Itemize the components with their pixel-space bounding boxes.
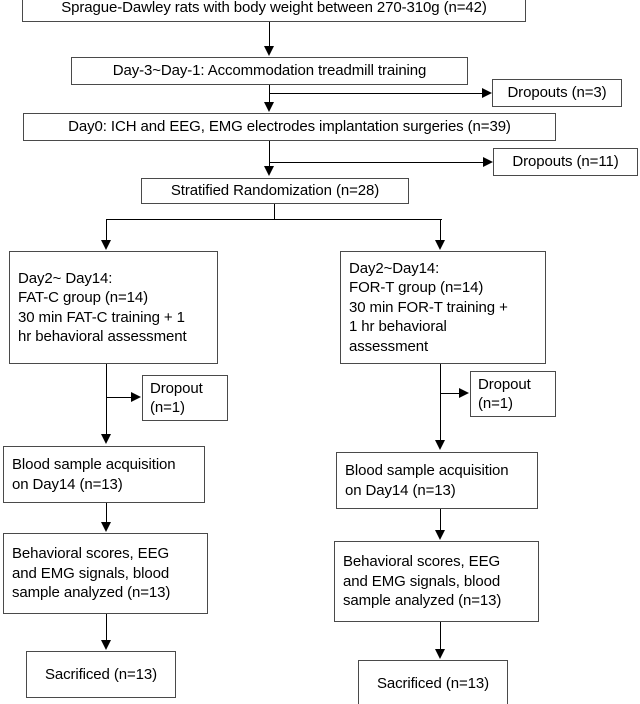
node-dropouts-2: Dropouts (n=11) bbox=[493, 148, 638, 176]
connector-randomization-stem bbox=[274, 204, 275, 220]
arrowhead-sacrificed-left bbox=[101, 640, 111, 650]
connector-split-to-fatc bbox=[106, 219, 107, 241]
arrowhead-sacrificed-right bbox=[435, 649, 445, 659]
node-sacrificed-left-label: Sacrificed (n=13) bbox=[44, 665, 158, 683]
arrowhead-surgery bbox=[264, 102, 274, 112]
connector-accommodation-to-surgery bbox=[269, 85, 270, 103]
arrowhead-blood-right bbox=[435, 440, 445, 450]
connector-surgery-to-dropouts-2 bbox=[269, 162, 485, 163]
arrowhead-dropout-left bbox=[131, 392, 141, 402]
node-dropout-right-label: Dropout (n=1) bbox=[478, 375, 531, 413]
connector-fort-to-dropout-right bbox=[440, 393, 462, 394]
node-accommodation: Day-3~Day-1: Accommodation treadmill tra… bbox=[71, 57, 468, 85]
node-dropouts-2-label: Dropouts (n=11) bbox=[512, 153, 619, 171]
node-analysis-left-label: Behavioral scores, EEG and EMG signals, … bbox=[12, 545, 171, 602]
arrowhead-analysis-left bbox=[101, 522, 111, 532]
arrowhead-dropouts-2 bbox=[483, 157, 493, 167]
node-surgery: Day0: ICH and EEG, EMG electrodes implan… bbox=[23, 113, 556, 141]
arrowhead-fort bbox=[435, 240, 445, 250]
node-analysis-right: Behavioral scores, EEG and EMG signals, … bbox=[334, 541, 539, 622]
node-dropout-left: Dropout (n=1) bbox=[142, 375, 228, 421]
arrowhead-dropouts-1 bbox=[482, 88, 492, 98]
node-blood-left: Blood sample acquisition on Day14 (n=13) bbox=[3, 446, 205, 503]
connector-fatc-to-dropout-left bbox=[106, 397, 133, 398]
arrowhead-blood-left bbox=[101, 434, 111, 444]
arrowhead-dropout-right bbox=[459, 388, 469, 398]
arrowhead-fatc bbox=[101, 240, 111, 250]
node-dropouts-1-label: Dropouts (n=3) bbox=[507, 84, 607, 102]
node-blood-right: Blood sample acquisition on Day14 (n=13) bbox=[336, 452, 538, 509]
arrowhead-accommodation bbox=[264, 46, 274, 56]
node-randomization-label: Stratified Randomization (n=28) bbox=[170, 182, 380, 200]
node-surgery-label: Day0: ICH and EEG, EMG electrodes implan… bbox=[68, 118, 511, 136]
node-fort-group: Day2~Day14: FOR-T group (n=14) 30 min FO… bbox=[340, 251, 546, 364]
node-dropout-right: Dropout (n=1) bbox=[470, 371, 556, 417]
connector-fort-to-blood-right bbox=[440, 364, 441, 441]
arrowhead-analysis-right bbox=[435, 530, 445, 540]
node-blood-left-label: Blood sample acquisition on Day14 (n=13) bbox=[12, 456, 176, 493]
connector-analysis-right-to-sacrificed-right bbox=[440, 622, 441, 650]
node-enrollment: Sprague-Dawley rats with body weight bet… bbox=[22, 0, 526, 22]
node-fatc-group: Day2~ Day14: FAT-C group (n=14) 30 min F… bbox=[9, 251, 218, 364]
connector-blood-right-to-analysis-right bbox=[440, 509, 441, 531]
node-analysis-left: Behavioral scores, EEG and EMG signals, … bbox=[3, 533, 208, 614]
node-fatc-group-label: Day2~ Day14: FAT-C group (n=14) 30 min F… bbox=[18, 269, 187, 346]
connector-blood-left-to-analysis-left bbox=[106, 503, 107, 523]
node-blood-right-label: Blood sample acquisition on Day14 (n=13) bbox=[345, 462, 509, 499]
node-fort-group-label: Day2~Day14: FOR-T group (n=14) 30 min FO… bbox=[349, 259, 508, 355]
node-enrollment-label: Sprague-Dawley rats with body weight bet… bbox=[61, 0, 487, 17]
node-dropout-left-label: Dropout (n=1) bbox=[150, 379, 203, 417]
node-analysis-right-label: Behavioral scores, EEG and EMG signals, … bbox=[343, 553, 502, 610]
connector-split-to-fort bbox=[440, 219, 441, 241]
node-dropouts-1: Dropouts (n=3) bbox=[492, 79, 622, 107]
arrowhead-randomization bbox=[264, 166, 274, 176]
connector-analysis-left-to-sacrificed-left bbox=[106, 614, 107, 642]
node-accommodation-label: Day-3~Day-1: Accommodation treadmill tra… bbox=[112, 62, 427, 80]
connector-fatc-to-blood-left bbox=[106, 364, 107, 435]
node-sacrificed-right: Sacrificed (n=13) bbox=[358, 660, 508, 704]
connector-enrollment-to-accommodation bbox=[269, 22, 270, 47]
connector-surgery-to-randomization bbox=[269, 141, 270, 167]
connector-randomization-split-bar bbox=[106, 219, 442, 220]
node-sacrificed-right-label: Sacrificed (n=13) bbox=[376, 674, 490, 692]
node-randomization: Stratified Randomization (n=28) bbox=[141, 178, 409, 204]
connector-accommodation-to-dropouts-1 bbox=[269, 93, 484, 94]
node-sacrificed-left: Sacrificed (n=13) bbox=[26, 651, 176, 698]
